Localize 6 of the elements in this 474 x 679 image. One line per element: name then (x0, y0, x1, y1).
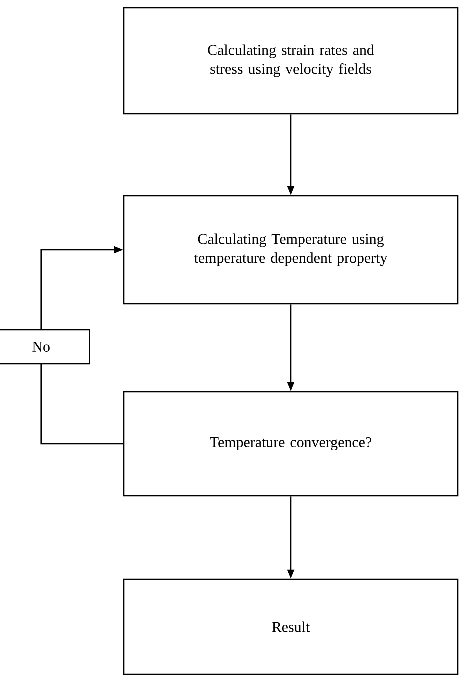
process-box: Temperature convergence? (123, 391, 459, 497)
arrow (40, 246, 124, 445)
edge-label: No (0, 329, 90, 365)
process-box: Calculating Temperature using temperature dependent property (123, 195, 459, 305)
process-box: Calculating strain rates and stress using velocity fields (123, 7, 459, 115)
process-box: Result (123, 578, 459, 676)
